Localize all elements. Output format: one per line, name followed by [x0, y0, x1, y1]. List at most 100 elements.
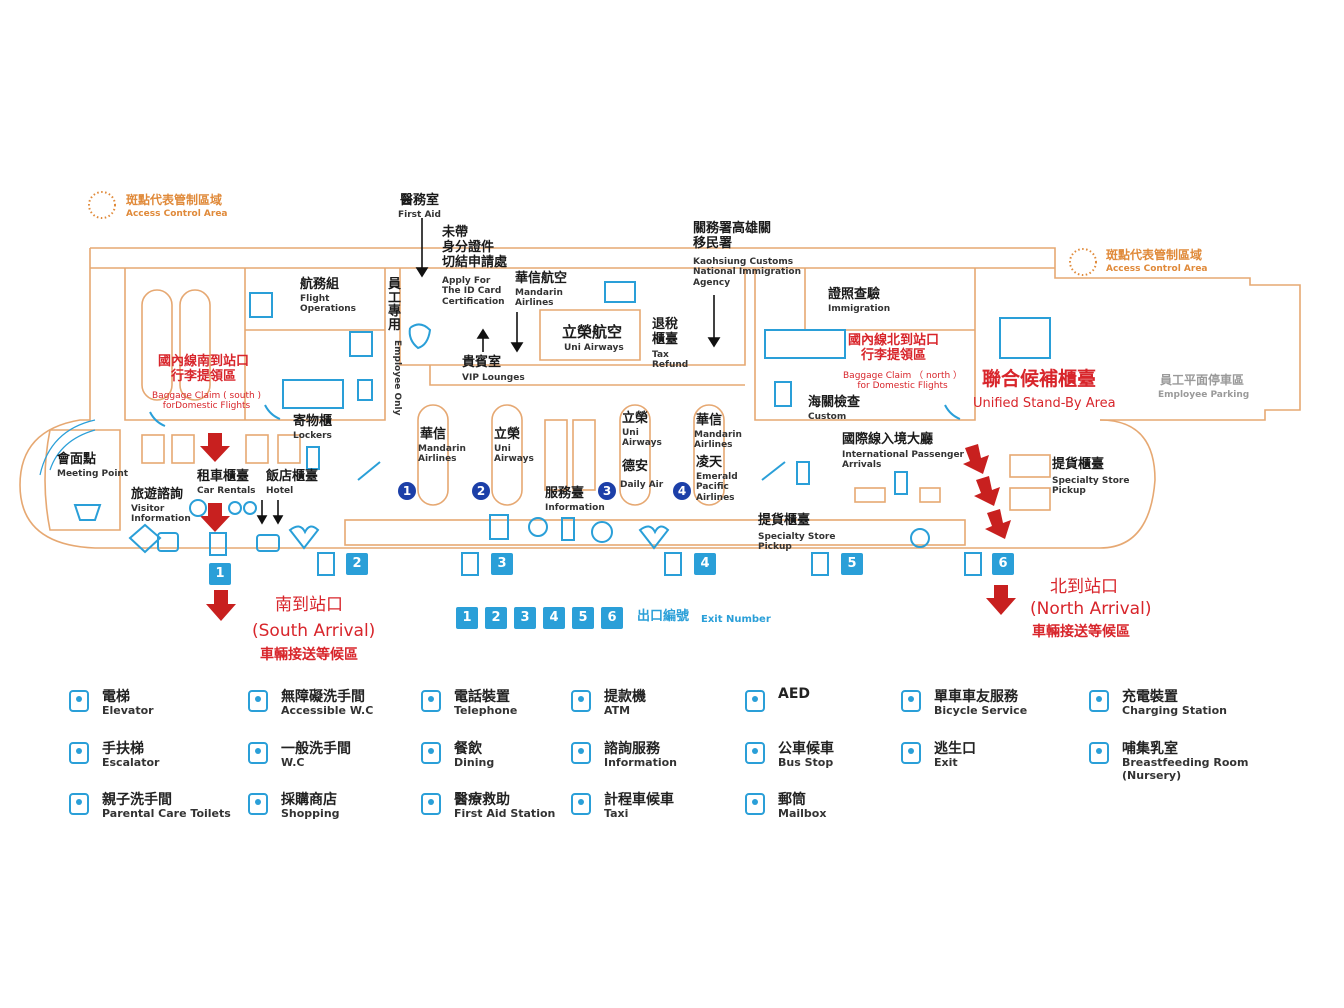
counter3a-zh: 立榮	[622, 411, 649, 426]
legend-label-en: W.C	[281, 756, 305, 769]
counter-number-4: 4	[673, 482, 691, 500]
standby-zh: 聯合候補櫃臺	[982, 368, 1097, 390]
flight-ops-zh: 航務組	[300, 277, 340, 292]
counter3b-en: Daily Air	[620, 480, 664, 490]
counter4a-en: Mandarin Airlines	[694, 430, 742, 451]
lockers-zh: 寄物櫃	[293, 414, 333, 429]
specialty-right-zh: 提貨櫃臺	[1052, 457, 1105, 472]
information-en: Information	[545, 503, 605, 513]
nursery-icon-plan	[408, 323, 432, 350]
legend-label-zh: 提款機	[604, 689, 646, 705]
mailbox-icon	[742, 791, 770, 819]
south-arrival-en: (South Arrival)	[252, 621, 376, 641]
legend-label-zh: 醫療救助	[454, 792, 510, 808]
counter1-zh: 華信	[420, 427, 447, 442]
legend-label-en: Taxi	[604, 807, 629, 820]
access-control-dot-right	[1069, 248, 1097, 276]
tax-refund-en: Tax Refund	[652, 350, 689, 371]
legend-label-zh: 哺集乳室	[1122, 741, 1178, 757]
bicycle-icon-plan	[228, 501, 242, 515]
immigration-zh: 證照查驗	[828, 287, 881, 302]
legend-label-en: Dining	[454, 756, 495, 769]
standby-en: Unified Stand-By Area	[973, 396, 1116, 411]
legend-label-en: Elevator	[102, 704, 154, 717]
counter2-zh: 立榮	[494, 427, 521, 442]
charging-icon	[1086, 688, 1114, 716]
wc-icon-plan-2	[604, 281, 636, 303]
shopping-icon	[245, 791, 273, 819]
id-card-en: Apply For The ID Card Certification	[442, 276, 505, 307]
elevator-icon	[66, 688, 94, 716]
legend-label-zh: 逃生口	[934, 741, 976, 757]
wc-icon	[245, 740, 273, 768]
exit-icon-plan-6	[964, 552, 982, 576]
atm-icon	[568, 688, 596, 716]
legend-label-en: Mailbox	[778, 807, 827, 820]
exit-icon-plan-1	[209, 532, 227, 556]
legend-label-zh: 親子洗手間	[102, 792, 172, 808]
intl-arrivals-en: International Passenger Arrivals	[842, 450, 964, 471]
counter-number-1: 1	[398, 482, 416, 500]
car-rentals-zh: 租車櫃臺	[197, 469, 250, 484]
specialty-right-en: Specialty Store Pickup	[1052, 476, 1130, 497]
charging-icon-plan-4	[561, 517, 575, 541]
counter3b-zh: 德安	[622, 459, 649, 474]
first-aid-icon	[418, 791, 446, 819]
access-control-left-en: Access Control Area	[126, 209, 228, 219]
escalator-icon	[66, 740, 94, 768]
exit-icon-plan-2	[317, 552, 335, 576]
access-control-right-zh: 斑點代表管制區域	[1106, 248, 1203, 262]
atm-icon-plan	[489, 514, 509, 540]
exit-key-6: 6	[601, 607, 623, 629]
information-icon	[568, 740, 596, 768]
exit-key-2: 2	[485, 607, 507, 629]
baggage-south-zh: 國內線南到站口 行李提領區	[158, 354, 250, 384]
south-arrival-sub: 車輛接送等候區	[260, 647, 358, 663]
counter4b-zh: 凌天	[696, 455, 723, 470]
wc-icon-plan	[349, 331, 373, 357]
mandarin-top-en: Mandarin Airlines	[515, 288, 563, 309]
counter4a-zh: 華信	[696, 413, 723, 428]
access-control-left-zh: 斑點代表管制區域	[126, 193, 223, 207]
aed-icon-plan-2	[638, 525, 670, 550]
legend-label-zh: 一般洗手間	[281, 741, 351, 757]
bus-icon-plan	[157, 532, 179, 552]
hotel-en: Hotel	[266, 486, 294, 496]
elevator-icon-plan-2	[774, 381, 792, 407]
nursery-icon	[1086, 740, 1114, 768]
parental-toilet-icon-plan	[249, 292, 273, 318]
legend-label-en: Accessible W.C	[281, 704, 374, 717]
legend-label-en: Breastfeeding Room (Nursery)	[1122, 756, 1249, 782]
baggage-south-en: Baggage Claim ( south ) forDomestic Flig…	[152, 391, 262, 412]
custom-en: Custom	[808, 412, 847, 422]
employee-only-en: Employee Only	[392, 340, 402, 416]
counter-number-2: 2	[472, 482, 490, 500]
visitor-en: Visitor Information	[131, 504, 191, 525]
exit-3: 3	[491, 553, 513, 575]
legend-label-zh: 電梯	[102, 689, 130, 705]
legend-label-zh: 手扶梯	[102, 741, 144, 757]
customs-zh: 關務署高雄關 移民署	[693, 221, 772, 251]
south-arrival-zh: 南到站口	[275, 595, 343, 615]
exit-key-5: 5	[572, 607, 594, 629]
legend-label-en: Shopping	[281, 807, 340, 820]
information-zh: 服務臺	[545, 486, 585, 501]
mailbox-icon-plan	[128, 523, 162, 554]
legend-label-en: Information	[604, 756, 677, 769]
specialty-mid-zh: 提貨櫃臺	[758, 513, 811, 528]
counter3a-en: Uni Airways	[622, 428, 662, 449]
accessible-wc-icon-plan	[999, 317, 1051, 359]
first-aid-en: First Aid	[398, 210, 441, 220]
exit-4: 4	[694, 553, 716, 575]
charging-icon-plan-3	[894, 471, 908, 495]
legend-label-zh: AED	[778, 686, 811, 702]
counter4b-en: Emerald Pacific Airlines	[696, 472, 738, 503]
wc-group-icon-plan-2	[764, 329, 846, 359]
immigration-en: Immigration	[828, 304, 891, 314]
intl-arrivals-zh: 國際線入境大廳	[842, 432, 934, 447]
legend-label-en: Bicycle Service	[934, 704, 1028, 717]
exit-number-en: Exit Number	[701, 614, 771, 625]
lockers-en: Lockers	[293, 431, 332, 441]
legend-label-en: Exit	[934, 756, 958, 769]
